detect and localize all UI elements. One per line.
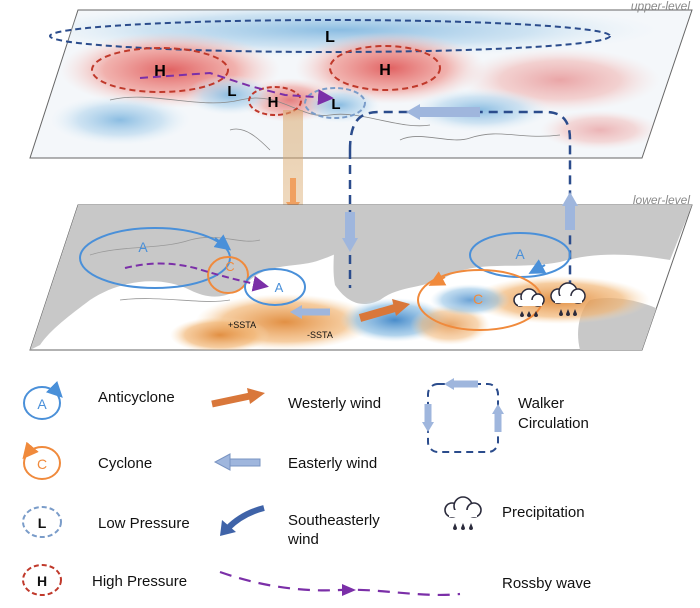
legend-rossby-label: Rossby wave — [502, 575, 591, 592]
lower-system-letter: C — [225, 259, 234, 274]
lower-system-letter: A — [138, 239, 148, 255]
legend-cyclone: C Cyclone — [22, 441, 152, 480]
lower-system-letter: C — [473, 291, 483, 307]
legend-anticyclone: A Anticyclone — [23, 380, 175, 420]
legend-walker-label-2: Circulation — [518, 415, 589, 432]
legend-high-pressure: H High Pressure — [22, 564, 187, 596]
lower-level-label: lower-level — [633, 193, 690, 207]
legend-anticyclone-label: Anticyclone — [98, 389, 175, 406]
upper-rossby-wave — [139, 71, 334, 106]
westerly-wind-icon-head — [247, 388, 265, 404]
anticyclone-icon-arrow — [45, 380, 63, 398]
low-pressure-icon — [22, 506, 62, 538]
lower-system-letter: A — [275, 280, 284, 295]
legend-high-label: High Pressure — [92, 573, 187, 590]
legend-walker-label-1: Walker — [518, 395, 564, 412]
upper-system-letter: L — [331, 96, 340, 113]
upper-system-letter: H — [379, 62, 391, 79]
walker-arrow-up-head — [562, 192, 578, 206]
walker-icon-arrow-left-head — [422, 422, 434, 432]
lower-map-field — [30, 205, 692, 350]
legend-westerly: Westerly wind — [211, 388, 381, 412]
legend-easterly: Easterly wind — [213, 453, 377, 472]
anticyclone-icon — [23, 386, 61, 420]
easterly-wind-arrow-head — [290, 305, 302, 319]
legend-rossby: Rossby wave — [219, 570, 591, 597]
upper-system-letter: H — [154, 63, 166, 80]
upper-high-ring-west — [91, 47, 229, 93]
anticyclone-east-arrow — [528, 259, 547, 274]
legend-southeasterly-label-1: Southeasterly — [288, 512, 380, 529]
upper-anomaly-field — [30, 10, 660, 151]
upper-level-panel: L H H L H L upper-level — [29, 0, 693, 159]
legend: A Anticyclone C Cyclone L Low Pressure H… — [22, 378, 591, 597]
legend-cyclone-label: Cyclone — [98, 455, 152, 472]
negative-ssta-label: -SSTA — [307, 330, 333, 340]
southeasterly-wind-icon — [225, 505, 265, 531]
lower-system-letter: A — [515, 246, 525, 262]
westerly-wind-arrow-head — [392, 299, 410, 316]
precipitation-icon — [513, 288, 545, 317]
legend-westerly-label: Westerly wind — [288, 395, 381, 412]
walker-icon-arrow-right-head — [492, 404, 504, 414]
legend-precipitation: Precipitation — [444, 496, 585, 530]
positive-ssta-label: +SSTA — [228, 320, 256, 330]
upper-system-letter: L — [227, 83, 236, 100]
cyclone-east-arrow — [428, 271, 447, 286]
upper-high-ring-east — [329, 45, 441, 91]
rossby-wave-icon — [219, 570, 461, 597]
rossby-wave-icon-head — [342, 584, 356, 596]
legend-low-label: Low Pressure — [98, 515, 190, 532]
lower-anticyclone-mid — [244, 268, 306, 306]
legend-cyclone-symbol: C — [37, 456, 47, 472]
cyclone-icon — [23, 446, 61, 480]
easterly-wind-icon-head — [213, 453, 231, 471]
legend-precip-label: Precipitation — [502, 504, 585, 521]
walker-arrow-upper-head — [406, 104, 420, 120]
lower-cyclone-west — [207, 256, 249, 294]
precipitation-icon — [444, 496, 482, 530]
legend-low-pressure: L Low Pressure — [22, 506, 190, 538]
high-pressure-icon — [22, 564, 62, 596]
upper-system-letter: L — [325, 29, 335, 46]
upper-level-label: upper-level — [631, 0, 690, 13]
upper-system-letter: H — [268, 94, 279, 111]
lower-level-panel: lower-level A C A A C +SSTA -SSTA — [29, 104, 693, 351]
upper-high-ring-small — [248, 86, 302, 116]
legend-southeasterly-label-2: wind — [287, 531, 319, 548]
walker-icon-arrow-top-head — [444, 378, 454, 390]
legend-anticyclone-symbol: A — [37, 396, 47, 412]
legend-easterly-label: Easterly wind — [288, 455, 377, 472]
precipitation-icon — [550, 282, 586, 316]
cyclone-icon-arrow — [22, 441, 39, 460]
upper-low-ring-small — [304, 87, 366, 119]
lower-rossby-wave — [124, 262, 269, 292]
walker-arrow-down-head — [342, 238, 358, 252]
southeasterly-wind-icon-head — [220, 520, 236, 536]
anticyclone-west-arrow — [213, 234, 232, 251]
upper-low-ring-large — [49, 19, 611, 53]
westerly-wind-arrow — [358, 304, 397, 322]
walker-circulation-icon — [427, 383, 499, 453]
legend-southeasterly: Southeasterly wind — [220, 505, 380, 548]
legend-high-symbol: H — [37, 573, 47, 589]
westerly-wind-icon — [211, 392, 251, 408]
legend-low-symbol: L — [38, 515, 47, 531]
legend-walker: Walker Circulation — [422, 378, 589, 453]
easterly-wind-icon — [227, 458, 261, 467]
